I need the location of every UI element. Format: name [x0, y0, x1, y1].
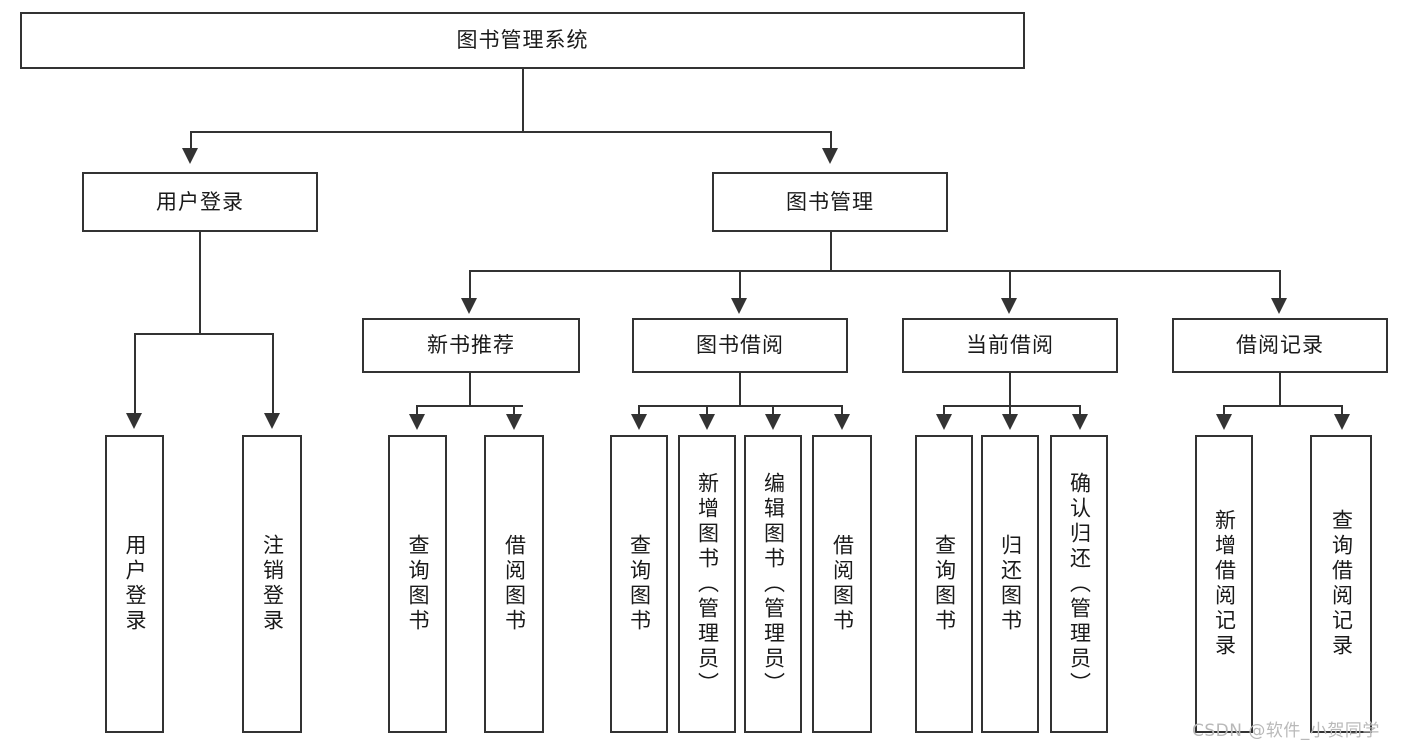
leaf-label-return-book: 归还图书 — [998, 534, 1023, 634]
connector-new-book-trunk — [469, 373, 471, 406]
leaf-label-query-book-borrow: 查询图书 — [627, 534, 652, 634]
leaf-label-user-logout: 注销登录 — [260, 534, 285, 634]
node-root-system[interactable]: 图书管理系统 — [20, 12, 1025, 69]
node-label-book-borrow: 图书借阅 — [696, 333, 784, 358]
connector-borrow-record-leaf2 — [1341, 405, 1343, 417]
watermark-text: CSDN @软件_小贺同学 — [1192, 721, 1380, 741]
leaf-label-borrow-book-recommend: 借阅图书 — [502, 534, 527, 634]
leaf-query-book-borrow[interactable]: 查询图书 — [610, 435, 668, 733]
leaf-borrow-book-recommend[interactable]: 借阅图书 — [484, 435, 544, 733]
arrowhead-bm-to-current-borrow — [1001, 298, 1017, 314]
connector-book-management-trunk — [830, 232, 832, 272]
arrowhead-current-borrow-leaf1 — [936, 414, 952, 430]
connector-book-borrow-split-bar — [638, 405, 842, 407]
arrowhead-new-book-leaf1 — [409, 414, 425, 430]
arrowhead-bm-to-new-book — [461, 298, 477, 314]
arrowhead-book-borrow-leaf2 — [699, 414, 715, 430]
connector-new-book-leaf2 — [513, 405, 515, 417]
leaf-query-borrow-record[interactable]: 查询借阅记录 — [1310, 435, 1372, 733]
connector-user-login-trunk — [199, 232, 201, 334]
node-borrow-record[interactable]: 借阅记录 — [1172, 318, 1388, 373]
leaf-label-query-borrow-record: 查询借阅记录 — [1329, 509, 1354, 659]
arrowhead-book-borrow-leaf3 — [765, 414, 781, 430]
leaf-label-add-borrow-record: 新增借阅记录 — [1212, 509, 1237, 659]
connector-book-borrow-leaf3 — [772, 405, 774, 417]
leaf-return-book[interactable]: 归还图书 — [981, 435, 1039, 733]
connector-current-borrow-split-bar — [943, 405, 1080, 407]
connector-bm-to-current-borrow — [1009, 270, 1011, 300]
node-label-current-borrow: 当前借阅 — [966, 333, 1054, 358]
connector-bm-to-new-book — [469, 270, 471, 300]
connector-user-login-leaf2 — [272, 333, 274, 415]
leaf-add-book-admin[interactable]: 新增图书（管理员） — [678, 435, 736, 733]
arrowhead-borrow-record-leaf2 — [1334, 414, 1350, 430]
leaf-user-login[interactable]: 用户登录 — [105, 435, 164, 733]
leaf-borrow-book[interactable]: 借阅图书 — [812, 435, 872, 733]
node-label-root: 图书管理系统 — [456, 28, 589, 53]
connector-user-login-leaf1 — [134, 333, 136, 415]
connector-root-to-book-management — [830, 131, 832, 150]
connector-book-borrow-leaf2 — [706, 405, 708, 417]
node-current-borrow[interactable]: 当前借阅 — [902, 318, 1118, 373]
leaf-user-logout[interactable]: 注销登录 — [242, 435, 302, 733]
node-user-login-group[interactable]: 用户登录 — [82, 172, 318, 232]
leaf-query-book-recommend[interactable]: 查询图书 — [388, 435, 447, 733]
leaf-label-query-book-current: 查询图书 — [932, 534, 957, 634]
arrowhead-root-to-user-login — [182, 148, 198, 164]
connector-borrow-record-leaf1 — [1223, 405, 1225, 417]
leaf-label-add-book-admin: 新增图书（管理员） — [695, 471, 720, 697]
connector-book-borrow-leaf4 — [841, 405, 843, 417]
arrowhead-book-borrow-leaf1 — [631, 414, 647, 430]
arrowhead-new-book-leaf2 — [506, 414, 522, 430]
node-label-book-management-group: 图书管理 — [786, 189, 874, 214]
arrowhead-book-borrow-leaf4 — [834, 414, 850, 430]
connector-bm-to-book-borrow — [739, 270, 741, 300]
connector-borrow-record-trunk — [1279, 373, 1281, 406]
leaf-label-confirm-return-admin: 确认归还（管理员） — [1067, 471, 1092, 697]
leaf-label-edit-book-admin: 编辑图书（管理员） — [761, 471, 786, 697]
leaf-edit-book-admin[interactable]: 编辑图书（管理员） — [744, 435, 802, 733]
leaf-confirm-return-admin[interactable]: 确认归还（管理员） — [1050, 435, 1108, 733]
arrowhead-user-login-leaf1 — [126, 413, 142, 429]
arrowhead-user-login-leaf2 — [264, 413, 280, 429]
connector-new-book-leaf1 — [416, 405, 418, 417]
connector-borrow-record-split-bar — [1223, 405, 1341, 407]
node-label-new-book-recommend: 新书推荐 — [427, 333, 515, 358]
connector-user-login-split-bar — [134, 333, 272, 335]
connector-new-book-split-bar — [416, 405, 523, 407]
connector-book-borrow-leaf1 — [638, 405, 640, 417]
leaf-label-borrow-book: 借阅图书 — [830, 534, 855, 634]
connector-root-trunk — [522, 69, 524, 132]
node-book-borrow[interactable]: 图书借阅 — [632, 318, 848, 373]
leaf-label-query-book-recommend: 查询图书 — [406, 534, 430, 634]
connector-current-borrow-leaf1 — [943, 405, 945, 417]
arrowhead-bm-to-book-borrow — [731, 298, 747, 314]
connector-root-to-user-login — [190, 131, 192, 150]
node-book-management-group[interactable]: 图书管理 — [712, 172, 948, 232]
connector-current-borrow-trunk — [1009, 373, 1011, 406]
node-new-book-recommend[interactable]: 新书推荐 — [362, 318, 580, 373]
arrowhead-root-to-book-management — [822, 148, 838, 164]
node-label-borrow-record: 借阅记录 — [1236, 333, 1324, 358]
arrowhead-bm-to-borrow-record — [1271, 298, 1287, 314]
connector-root-split-bar — [190, 131, 832, 133]
connector-bm-to-borrow-record — [1279, 270, 1281, 300]
connector-current-borrow-leaf2 — [1009, 405, 1011, 417]
arrowhead-current-borrow-leaf2 — [1002, 414, 1018, 430]
connector-book-borrow-trunk — [739, 373, 741, 406]
node-label-user-login-group: 用户登录 — [156, 189, 244, 214]
connector-book-management-split-bar — [469, 270, 1279, 272]
arrowhead-borrow-record-leaf1 — [1216, 414, 1232, 430]
connector-current-borrow-leaf3 — [1079, 405, 1081, 417]
leaf-label-user-login: 用户登录 — [123, 534, 147, 634]
leaf-add-borrow-record[interactable]: 新增借阅记录 — [1195, 435, 1253, 733]
leaf-query-book-current[interactable]: 查询图书 — [915, 435, 973, 733]
arrowhead-current-borrow-leaf3 — [1072, 414, 1088, 430]
